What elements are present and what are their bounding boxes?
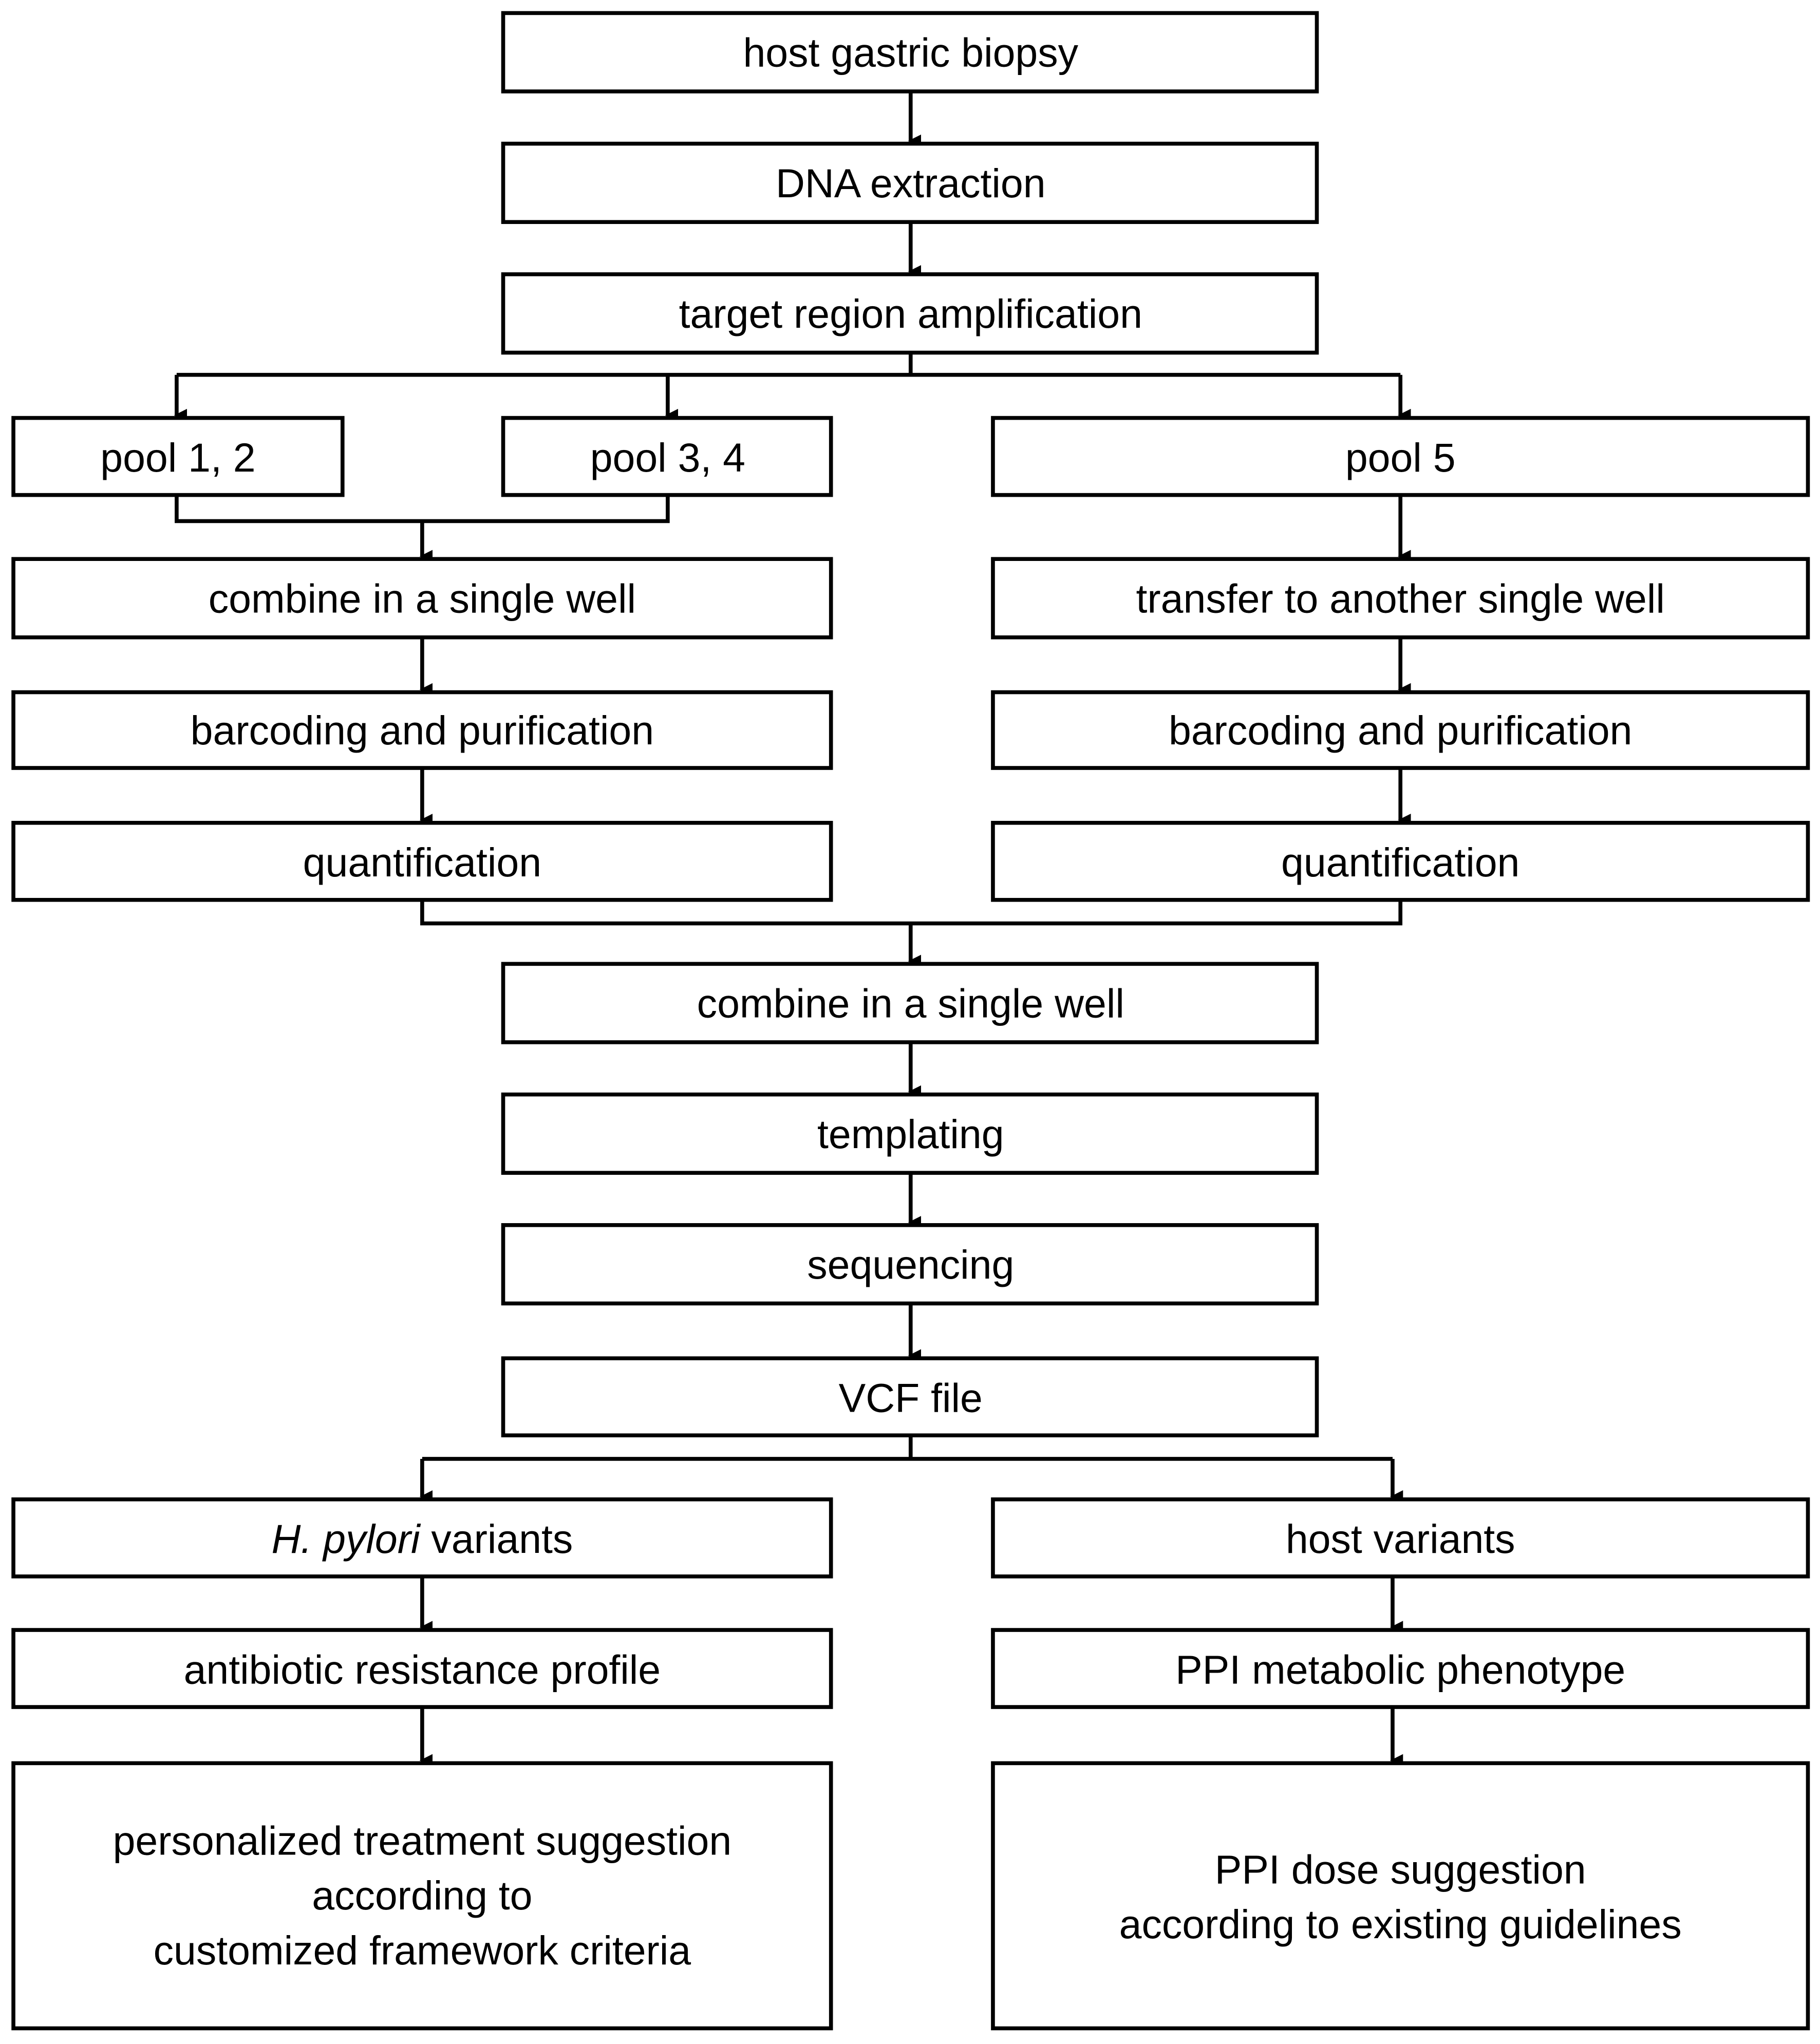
node-barcoding-left: barcoding and purification: [11, 690, 833, 770]
node-pool-3-4: pool 3, 4: [501, 416, 833, 497]
node-barcoding-right: barcoding and purification: [991, 690, 1810, 770]
node-combine-center: combine in a single well: [501, 962, 1319, 1044]
node-quant-right: quantification: [991, 820, 1810, 902]
node-label-line: customized framework criteria: [154, 1928, 691, 1973]
node-label: PPI metabolic phenotype: [1175, 1647, 1625, 1692]
node-label: templating: [817, 1112, 1004, 1157]
node-label: pool 3, 4: [590, 435, 745, 480]
node-pool-1-2: pool 1, 2: [11, 416, 345, 497]
connector: [420, 899, 1403, 926]
node-label: host gastric biopsy: [743, 30, 1078, 76]
connectors: [174, 91, 1411, 1767]
node-label: combine in a single well: [209, 576, 636, 621]
species-name: H. pylori: [271, 1516, 421, 1562]
node-quant-left: quantification: [11, 820, 833, 902]
node-label: quantification: [1281, 840, 1519, 885]
node-antibiotic-profile: antibiotic resistance profile: [11, 1628, 833, 1709]
node-vcf: VCF file: [501, 1356, 1319, 1438]
node-label: quantification: [303, 840, 541, 885]
node-label: antibiotic resistance profile: [184, 1647, 661, 1692]
node-label: host variants: [1286, 1516, 1515, 1562]
node-dna-extraction: DNA extraction: [501, 141, 1319, 224]
node-treatment-suggestion: personalized treatment suggestion accord…: [11, 1761, 833, 2031]
node-label: DNA extraction: [776, 161, 1046, 206]
node-host-variants: host variants: [991, 1497, 1810, 1579]
node-label: combine in a single well: [697, 981, 1124, 1026]
node-label: pool 1, 2: [100, 435, 255, 480]
label-rest: variants: [420, 1516, 573, 1562]
node-label-line: according to existing guidelines: [1119, 1902, 1682, 1947]
node-templating: templating: [501, 1092, 1319, 1175]
node-label: barcoding and purification: [1169, 708, 1632, 753]
node-combine-left: combine in a single well: [11, 557, 833, 640]
node-label-line: according to: [312, 1873, 532, 1918]
node-label: barcoding and purification: [191, 708, 654, 753]
node-label: sequencing: [807, 1242, 1014, 1287]
node-label-line: personalized treatment suggestion: [113, 1818, 732, 1863]
node-ppi-phenotype: PPI metabolic phenotype: [991, 1628, 1810, 1709]
connector: [175, 495, 670, 523]
node-hpylori-variants: H. pylori variants: [11, 1497, 833, 1579]
node-label: transfer to another single well: [1136, 576, 1665, 621]
node-label-line: PPI dose suggestion: [1215, 1847, 1586, 1892]
node-biopsy: host gastric biopsy: [501, 11, 1319, 93]
node-amplification: target region amplification: [501, 272, 1319, 355]
node-label: target region amplification: [679, 291, 1142, 336]
node-ppi-dose-suggestion: PPI dose suggestion according to existin…: [991, 1761, 1810, 2031]
node-label: VCF file: [839, 1375, 983, 1420]
node-pool-5: pool 5: [991, 416, 1810, 497]
node-label: H. pylori variants: [271, 1516, 573, 1562]
node-label: pool 5: [1345, 435, 1456, 480]
node-transfer: transfer to another single well: [991, 557, 1810, 640]
node-sequencing: sequencing: [501, 1223, 1319, 1306]
